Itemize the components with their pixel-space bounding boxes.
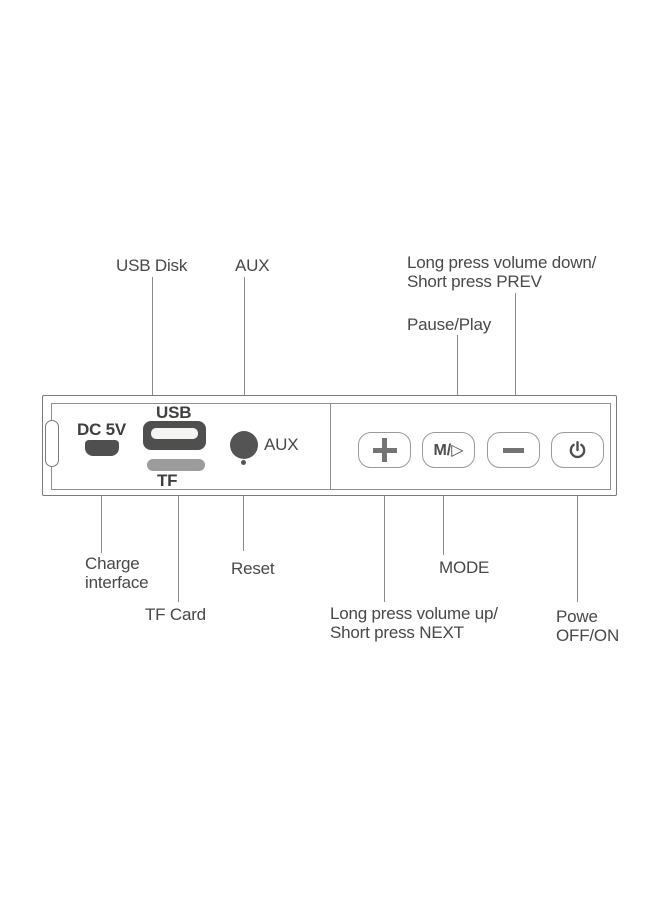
usb-port-label: USB <box>156 403 192 422</box>
reset-hole <box>241 460 246 465</box>
volume-up-line2: Short press NEXT <box>330 623 464 642</box>
reset-label: Reset <box>231 559 275 578</box>
prev-callout-line <box>515 293 517 434</box>
aux-callout-line <box>244 277 246 433</box>
usb-disk-label: USB Disk <box>116 256 188 275</box>
mode-label: MODE <box>439 558 490 577</box>
volume-up-button <box>358 432 411 468</box>
dc-5v-label: DC 5V <box>77 420 127 439</box>
volume-down-line2: Short press PREV <box>407 272 542 291</box>
volume-down-line1: Long press volume down/ <box>407 253 597 272</box>
mode-play-button: M/▷ <box>422 432 475 468</box>
power-line2: OFF/ON <box>556 626 620 645</box>
pause-play-callout-line <box>457 335 459 434</box>
mode-play-icon: M/▷ <box>433 442 464 459</box>
power-label: Powe OFF/ON <box>556 607 619 645</box>
charge-callout-line <box>101 456 103 553</box>
tf-card-label: TF Card <box>145 605 206 624</box>
side-button <box>45 420 59 467</box>
tf-callout-line <box>178 471 180 602</box>
power-button <box>551 432 604 468</box>
panel-divider <box>330 403 332 490</box>
usb-port <box>143 421 206 450</box>
power-icon <box>569 440 586 458</box>
volume-up-line1: Long press volume up/ <box>330 604 498 623</box>
volume-up-callout-line <box>384 466 386 602</box>
usb-port-tongue <box>151 428 198 439</box>
micro-usb-port <box>85 440 119 456</box>
charge-interface-label: Charge interface <box>85 554 149 592</box>
aux-jack <box>230 431 258 459</box>
volume-down-label: Long press volume down/ Short press PREV <box>407 253 596 291</box>
mode-callout-line <box>443 466 445 555</box>
aux-top-label: AUX <box>235 256 270 275</box>
power-callout-line <box>577 466 579 602</box>
tf-slot-label: TF <box>157 471 178 490</box>
tf-card-slot <box>147 459 205 471</box>
charge-line1: Charge <box>85 554 140 573</box>
volume-up-label: Long press volume up/ Short press NEXT <box>330 604 498 642</box>
plus-icon <box>372 438 397 462</box>
aux-jack-label: AUX <box>264 435 299 454</box>
charge-line2: interface <box>85 573 149 592</box>
pause-play-label: Pause/Play <box>407 315 491 334</box>
volume-down-button <box>487 432 540 468</box>
minus-icon <box>503 447 524 453</box>
reset-callout-line <box>243 465 245 551</box>
usb-callout-line <box>152 277 154 422</box>
power-line1: Powe <box>556 607 598 626</box>
